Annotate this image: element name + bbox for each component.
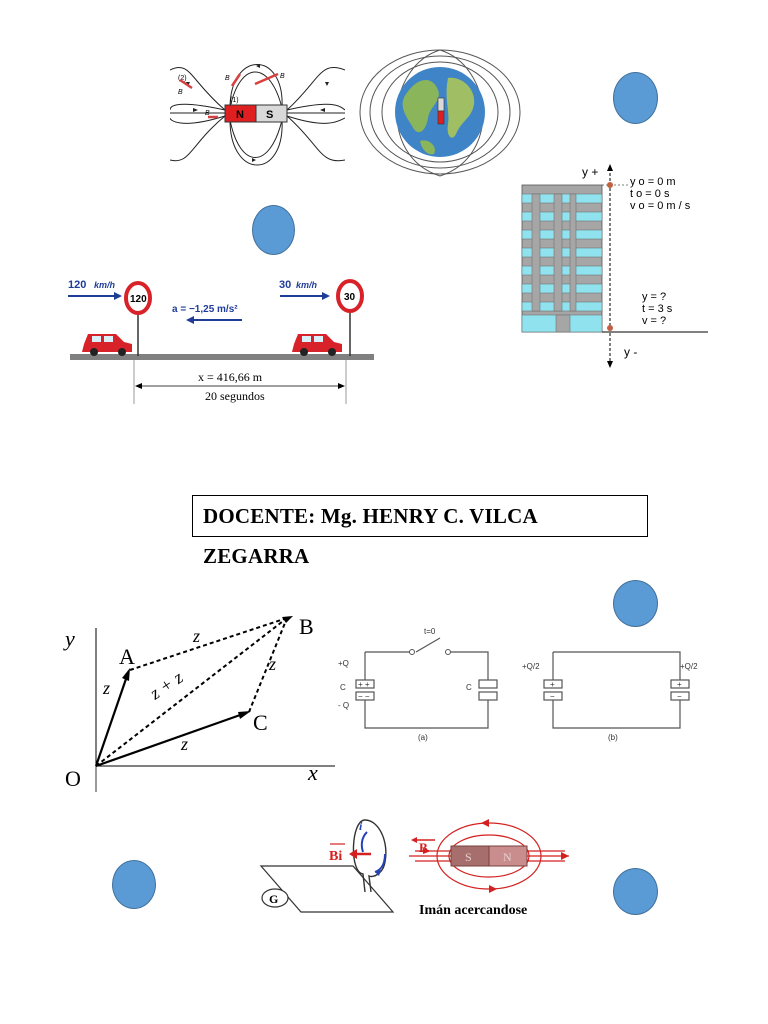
point-a-label: A bbox=[119, 644, 135, 669]
point-c-label: C bbox=[253, 710, 268, 735]
decorative-dot-4 bbox=[112, 860, 156, 909]
final-velocity-label: v = ? bbox=[642, 315, 666, 327]
b-vector-label-2: B bbox=[225, 75, 230, 82]
approaching-magnet-diagram: S N B Imán acercandose bbox=[409, 819, 569, 918]
cap-b-left-minus: − bbox=[550, 692, 555, 701]
speed-2-unit: km/h bbox=[296, 280, 318, 290]
magnet-approaching-caption: Imán acercandose bbox=[419, 903, 527, 918]
origin-label: O bbox=[65, 766, 81, 791]
cap-b-left-plus: + bbox=[550, 680, 555, 689]
cap-a-minus-signs: − − bbox=[358, 692, 370, 701]
car-1-icon bbox=[82, 334, 132, 356]
cap-b-right-minus: − bbox=[677, 692, 682, 701]
speed-1-value: 120 bbox=[68, 279, 86, 291]
cap-b-left-charge: +Q/2 bbox=[522, 662, 540, 671]
vector-z2-label: z bbox=[192, 626, 200, 646]
circuit-a-label: (a) bbox=[418, 733, 428, 742]
external-field-label: B bbox=[419, 840, 428, 855]
speed-sign-30: 30 bbox=[344, 292, 356, 303]
initial-velocity-label: v o = 0 m / s bbox=[630, 200, 691, 212]
final-position-label: y = ? bbox=[642, 291, 666, 303]
vector-sum-diagram: y x O A B C z z z z z + z bbox=[63, 614, 335, 792]
magnet-south-label: S bbox=[266, 109, 273, 121]
bar-magnet-field-diagram: N S (2) (1) B B B B bbox=[170, 64, 345, 166]
point-1-label: (1) bbox=[230, 97, 239, 104]
initial-time-label: t o = 0 s bbox=[630, 188, 670, 200]
cap-a-charge-plus: +Q bbox=[338, 659, 349, 668]
point-2-label: (2) bbox=[178, 75, 187, 82]
speed-sign-120: 120 bbox=[130, 294, 147, 305]
speed-1-unit: km/h bbox=[94, 280, 116, 290]
y-positive-label: y + bbox=[582, 165, 598, 179]
vector-z4-label: z bbox=[180, 734, 188, 754]
docente-title: DOCENTE: Mg. HENRY C. VILCA ZEGARRA bbox=[192, 495, 648, 568]
induced-field-label: Bi bbox=[329, 849, 342, 864]
y-negative-label: y - bbox=[624, 345, 637, 359]
vector-sum-label: z + z bbox=[145, 667, 186, 704]
galvanometer-label: G bbox=[269, 892, 278, 906]
vector-z3-label: z bbox=[268, 654, 276, 674]
cap-a-c-label: C bbox=[340, 683, 346, 692]
moving-magnet-north: N bbox=[503, 850, 512, 864]
decorative-dot-2 bbox=[252, 205, 295, 255]
vector-z1-label: z bbox=[102, 678, 110, 698]
current-i-label: i bbox=[359, 819, 363, 833]
b-vector-label-4: B bbox=[205, 110, 210, 117]
moving-magnet-south: S bbox=[465, 850, 472, 864]
x-axis-label: x bbox=[307, 760, 318, 785]
magnet-north-label: N bbox=[236, 109, 244, 121]
decorative-dot-1 bbox=[613, 72, 658, 124]
decorative-dot-5 bbox=[613, 868, 658, 915]
switch-label: t=0 bbox=[424, 627, 436, 636]
induction-loop-diagram: G i Bi bbox=[259, 819, 395, 913]
cap-b-right-charge: +Q/2 bbox=[680, 662, 698, 671]
b-vector-label-3: B bbox=[280, 73, 285, 80]
initial-position-label: y o = 0 m bbox=[630, 176, 676, 188]
building-free-fall-diagram: y + y - y o = 0 m t o = 0 s v o = 0 m / … bbox=[521, 164, 708, 368]
docente-text: DOCENTE: Mg. HENRY C. VILCA ZEGARRA bbox=[203, 504, 537, 568]
circuit-b-label: (b) bbox=[608, 733, 618, 742]
decorative-dot-3 bbox=[613, 580, 658, 627]
cap-a-c2-label: C bbox=[466, 683, 472, 692]
distance-label: x = 416,66 m bbox=[198, 370, 263, 384]
speed-2-value: 30 bbox=[279, 279, 291, 291]
earth-magnetic-field-diagram bbox=[359, 49, 521, 177]
capacitor-circuits-diagram: + + − − + − + − t=0 +Q C - Q C +Q/2 +Q/2… bbox=[338, 627, 698, 742]
cap-b-right-plus: + bbox=[677, 680, 682, 689]
acceleration-label: a = −1,25 m/s² bbox=[172, 304, 238, 315]
time-label: 20 segundos bbox=[205, 389, 265, 403]
cap-a-plus-signs: + + bbox=[358, 680, 370, 689]
car-2-icon bbox=[292, 334, 342, 356]
b-vector-label-1: B bbox=[178, 89, 183, 96]
y-axis-label: y bbox=[63, 626, 75, 651]
point-b-label: B bbox=[299, 614, 314, 639]
cars-deceleration-diagram: 120 km/h 30 km/h a = −1,25 m/s² 120 30 x… bbox=[68, 279, 374, 404]
final-time-label: t = 3 s bbox=[642, 303, 673, 315]
cap-a-charge-minus: - Q bbox=[338, 701, 349, 710]
